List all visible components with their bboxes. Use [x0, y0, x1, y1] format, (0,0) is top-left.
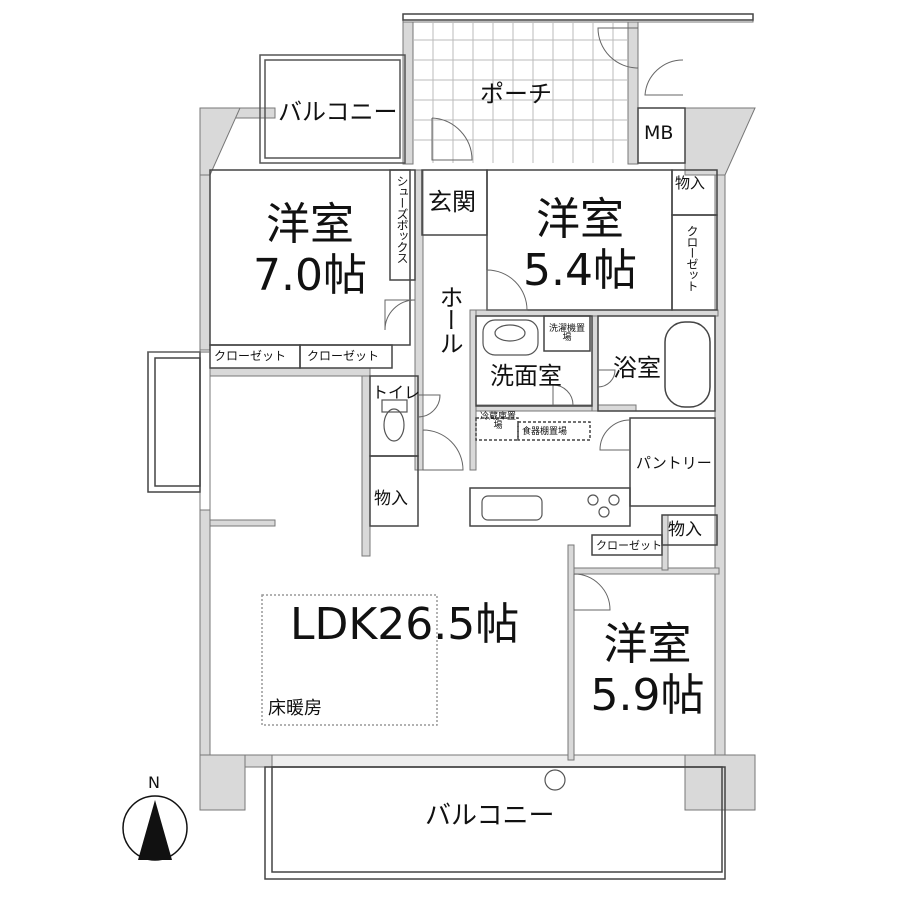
balcony-top-label: バルコニー: [278, 98, 398, 126]
storage-north-label: 物入: [675, 174, 706, 192]
room-west-size: 7.0帖: [253, 249, 367, 301]
dish-shelf-space-label: 食器棚置場: [522, 427, 568, 437]
room-south-size: 5.9帖: [590, 669, 705, 721]
top-balcony: [259, 54, 406, 164]
closet-1-label: クローゼット: [214, 349, 287, 363]
room-south: 洋室 5.9帖: [585, 619, 710, 721]
compass-arrow: [138, 800, 172, 860]
closet-south-label: クローゼット: [596, 539, 662, 552]
storage-mid-label: 物入: [374, 489, 408, 509]
doors: [148, 27, 684, 611]
toilet-label: トイレ: [372, 383, 421, 402]
shoe-box-label: シューズボックス: [395, 175, 409, 263]
pantry-label: パントリー: [636, 454, 712, 472]
room-west-name: 洋室: [266, 199, 354, 250]
storage-right-label: 物入: [668, 520, 702, 540]
bath-label: 浴室: [613, 354, 661, 382]
fridge-space-label: 冷蔵庫置場: [480, 412, 517, 431]
room-north-size: 5.4帖: [523, 244, 637, 296]
closet-north-label: クローゼット: [685, 225, 699, 291]
room-south-name: 洋室: [603, 619, 692, 670]
mb-label: MB: [644, 122, 674, 144]
room-north-name: 洋室: [536, 194, 624, 245]
closet-2-label: クローゼット: [307, 349, 380, 363]
hall-label: ホール: [435, 285, 463, 354]
porch-grid: [413, 22, 628, 163]
compass-label: N: [148, 773, 160, 792]
washer-space-label: 洗濯機置場: [548, 324, 585, 343]
room-north: 洋室 5.4帖: [495, 194, 665, 296]
floor-heating-label: 床暖房: [268, 698, 322, 719]
balcony-bottom-label: バルコニー: [425, 801, 555, 831]
fixtures: [381, 319, 620, 791]
room-outlines: [147, 13, 754, 880]
genkan-label: 玄関: [428, 188, 476, 216]
room-west: 洋室 7.0帖: [215, 199, 405, 301]
washroom-label: 洗面室: [490, 362, 562, 390]
porch-label: ポーチ: [480, 80, 552, 108]
compass: [122, 795, 188, 861]
ldk-label: LDK26.5帖: [290, 599, 520, 650]
